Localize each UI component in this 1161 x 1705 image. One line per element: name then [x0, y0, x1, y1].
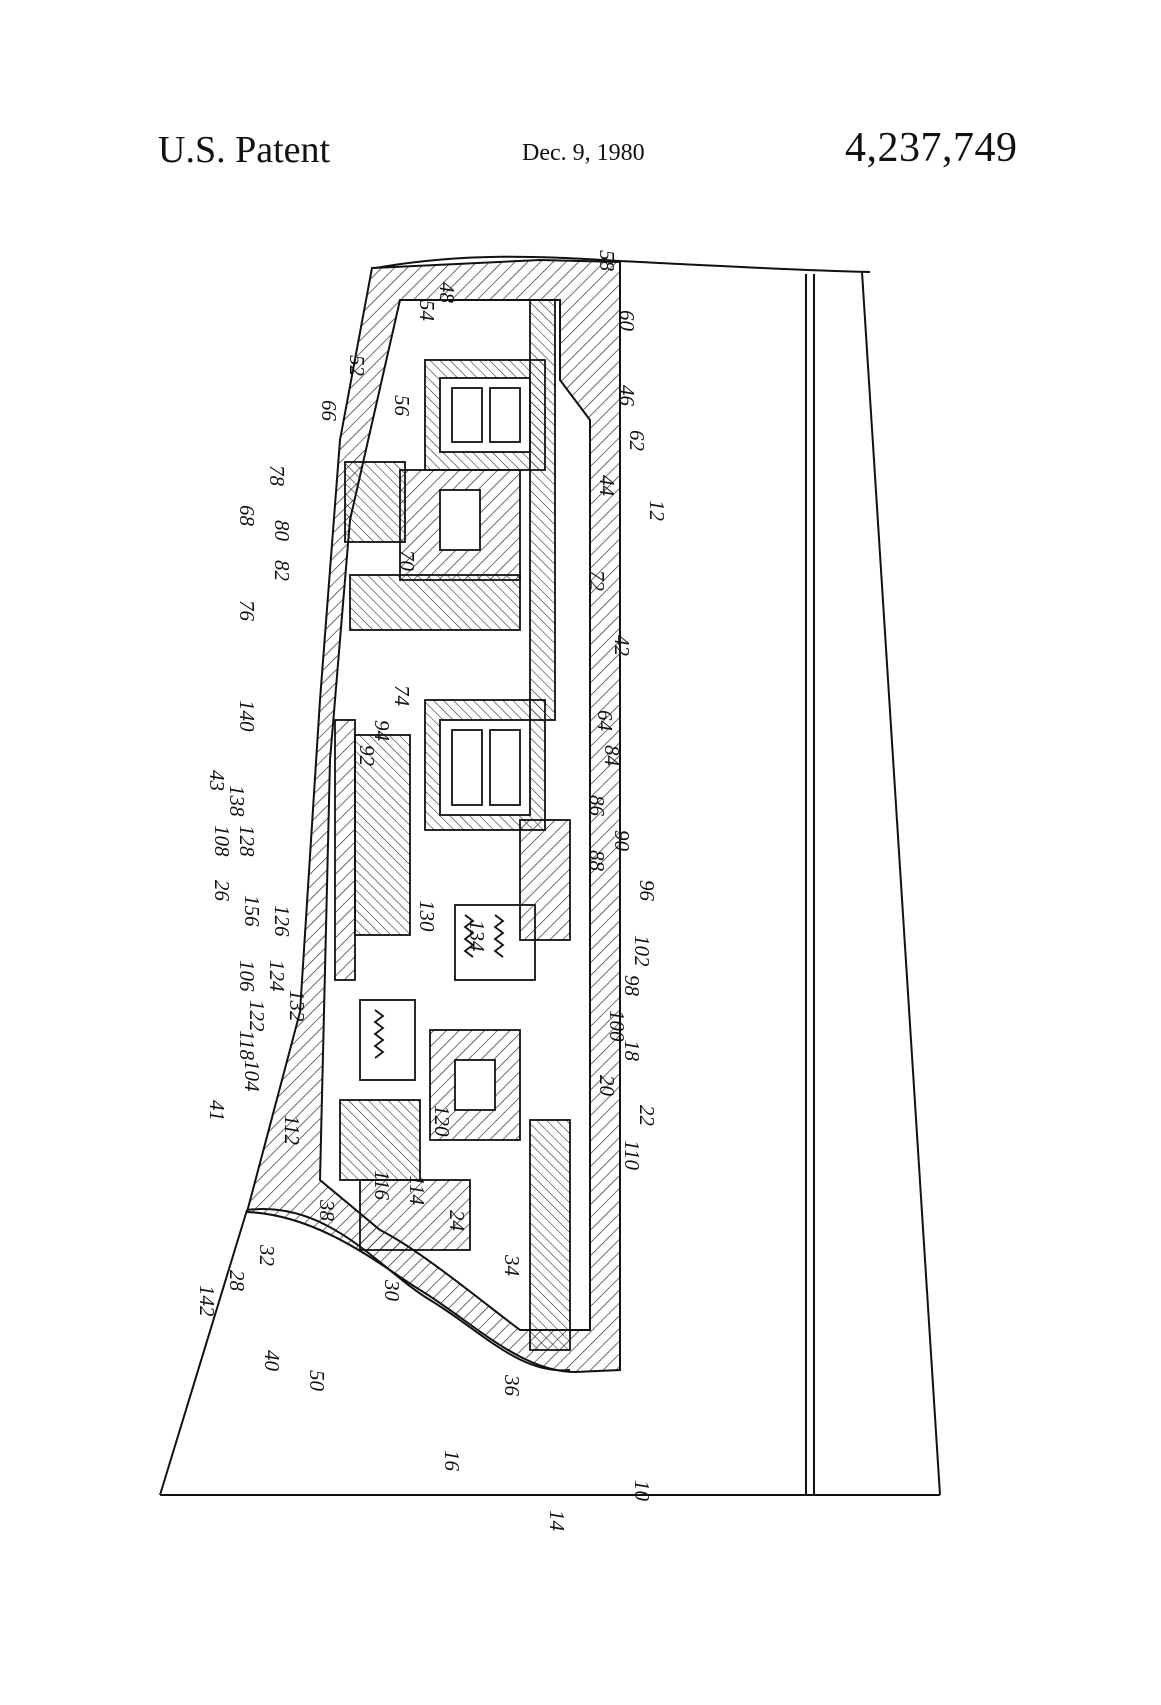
reference-numeral-128: 128 — [235, 825, 259, 857]
reference-numeral-46: 46 — [615, 385, 639, 407]
reference-numeral-41: 41 — [205, 1100, 229, 1121]
reference-numeral-130: 130 — [415, 900, 439, 932]
reference-numeral-64: 64 — [593, 710, 617, 732]
reference-numeral-12: 12 — [645, 500, 669, 522]
lower-spring-pack — [360, 1000, 415, 1080]
reference-numeral-138: 138 — [225, 785, 249, 817]
right-taper-line — [862, 272, 940, 1495]
reference-numeral-16: 16 — [440, 1450, 464, 1472]
reference-numeral-110: 110 — [620, 1140, 644, 1170]
mid-roller-1 — [452, 730, 482, 805]
clutch-pack-upper — [345, 462, 405, 542]
reference-numeral-62: 62 — [625, 430, 649, 452]
reference-numeral-104: 104 — [240, 1060, 264, 1092]
reference-numeral-68: 68 — [235, 505, 259, 527]
reference-numeral-18: 18 — [620, 1040, 644, 1062]
reference-numeral-98: 98 — [620, 975, 644, 997]
reference-numeral-10: 10 — [630, 1480, 654, 1502]
reference-numeral-36: 36 — [500, 1374, 524, 1397]
reference-numeral-124: 124 — [265, 960, 289, 992]
reference-numeral-156: 156 — [240, 895, 264, 927]
reference-numeral-28: 28 — [225, 1270, 249, 1292]
reference-numeral-54: 54 — [415, 300, 439, 322]
reference-numeral-102: 102 — [630, 935, 654, 967]
reference-numeral-32: 32 — [255, 1244, 279, 1267]
reference-numeral-120: 120 — [430, 1105, 454, 1137]
reference-numeral-122: 122 — [245, 1000, 269, 1032]
reference-numeral-132: 132 — [285, 990, 309, 1022]
reference-numeral-114: 114 — [405, 1175, 429, 1205]
drum-upper-core — [440, 490, 480, 550]
reference-numeral-112: 112 — [280, 1115, 304, 1145]
reference-numeral-60: 60 — [615, 310, 639, 332]
reference-numeral-108: 108 — [210, 825, 234, 857]
reference-numeral-58: 58 — [595, 250, 619, 272]
lower-hub-bore — [455, 1060, 495, 1110]
upper-roller-2 — [490, 388, 520, 442]
reference-numeral-90: 90 — [610, 830, 634, 852]
reference-numeral-34: 34 — [500, 1254, 524, 1277]
piston-upper — [350, 575, 520, 630]
reference-numeral-134: 134 — [465, 920, 489, 952]
reference-numeral-100: 100 — [605, 1010, 629, 1042]
reference-numeral-66: 66 — [317, 400, 341, 422]
reference-numeral-82: 82 — [270, 560, 294, 582]
reference-numeral-22: 22 — [635, 1105, 659, 1127]
spline-upper — [530, 300, 555, 720]
reference-numeral-44: 44 — [595, 475, 619, 497]
reference-numeral-30: 30 — [380, 1279, 404, 1302]
reference-numeral-52: 52 — [345, 355, 369, 377]
reference-numeral-96: 96 — [635, 880, 659, 902]
reference-numeral-116: 116 — [370, 1170, 394, 1200]
reference-numeral-76: 76 — [235, 600, 259, 622]
reference-numeral-142: 142 — [195, 1285, 219, 1317]
reference-numeral-86: 86 — [585, 795, 609, 817]
reference-numeral-92: 92 — [355, 745, 379, 767]
lower-shaft — [530, 1120, 570, 1350]
reference-numeral-72: 72 — [585, 570, 609, 592]
reference-numeral-80: 80 — [270, 520, 294, 542]
reference-numeral-40: 40 — [260, 1350, 284, 1372]
reference-numeral-70: 70 — [395, 550, 419, 572]
mid-roller-2 — [490, 730, 520, 805]
reference-numeral-118: 118 — [235, 1030, 259, 1060]
reference-numeral-24: 24 — [445, 1210, 469, 1232]
reference-numeral-106: 106 — [235, 960, 259, 992]
reference-numeral-74: 74 — [390, 685, 414, 707]
left-taper-line — [160, 1210, 247, 1495]
reference-numeral-56: 56 — [390, 395, 414, 417]
reference-numeral-94: 94 — [370, 720, 394, 742]
reference-numeral-140: 140 — [235, 700, 259, 732]
reference-numeral-126: 126 — [270, 905, 294, 937]
reference-numeral-84: 84 — [600, 745, 624, 767]
lower-clutch-pack — [340, 1100, 420, 1180]
reference-numeral-50: 50 — [305, 1370, 329, 1392]
reference-numeral-20: 20 — [595, 1075, 619, 1097]
mid-hub — [520, 820, 570, 940]
reference-numeral-14: 14 — [545, 1510, 569, 1532]
clutch-drum-outline — [335, 720, 355, 980]
reference-numeral-78: 78 — [265, 465, 289, 487]
reference-numeral-42: 42 — [610, 635, 634, 657]
reference-numeral-38: 38 — [315, 1199, 339, 1222]
reference-numeral-88: 88 — [585, 850, 609, 872]
reference-numeral-26: 26 — [210, 880, 234, 902]
upper-roller-1 — [452, 388, 482, 442]
